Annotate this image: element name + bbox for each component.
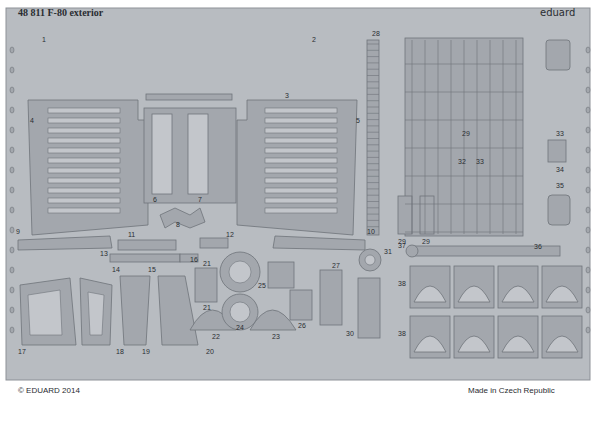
callout-number: 33 bbox=[476, 158, 484, 165]
callout-number: 12 bbox=[226, 231, 234, 238]
callout-number: 29 bbox=[462, 130, 470, 137]
callout-number: 27 bbox=[332, 262, 340, 269]
callout-number: 38 bbox=[398, 330, 406, 337]
callout-number: 19 bbox=[142, 348, 150, 355]
callout-number: 8 bbox=[176, 221, 180, 228]
callout-number: 18 bbox=[116, 348, 124, 355]
fret-marking: © EDUARD 2014 bbox=[18, 387, 80, 395]
callout-number: 22 bbox=[212, 333, 220, 340]
callout-number: 26 bbox=[298, 322, 306, 329]
callout-number: 21 bbox=[203, 260, 211, 267]
callout-number: 29 bbox=[422, 238, 430, 245]
callout-number: 32 bbox=[458, 158, 466, 165]
callout-number: 10 bbox=[367, 228, 375, 235]
callout-number: 38 bbox=[398, 280, 406, 287]
callout-number: 14 bbox=[112, 266, 120, 273]
callout-number: 21 bbox=[203, 304, 211, 311]
callout-number: 37 bbox=[398, 242, 406, 249]
callout-number: 11 bbox=[128, 231, 135, 238]
callout-number: 16 bbox=[190, 256, 198, 263]
callout-number: 28 bbox=[372, 30, 380, 37]
callout-number: 33 bbox=[556, 130, 564, 137]
callout-number: 5 bbox=[356, 117, 360, 124]
callout-number: 17 bbox=[18, 348, 26, 355]
callout-number: 25 bbox=[258, 282, 266, 289]
callout-number: 2 bbox=[312, 36, 316, 43]
callout-number: 1 bbox=[42, 36, 46, 43]
callout-number: 20 bbox=[206, 348, 214, 355]
callout-number: 3 bbox=[285, 92, 289, 99]
callout-number: 23 bbox=[272, 333, 280, 340]
fret-marking: eduard bbox=[540, 8, 575, 18]
callout-number: 34 bbox=[556, 166, 564, 173]
callout-number: 24 bbox=[236, 324, 244, 331]
callout-number: 36 bbox=[534, 243, 542, 250]
fret-title: 48 811 F-80 exterior bbox=[18, 8, 103, 18]
callout-number: 4 bbox=[30, 117, 34, 124]
callout-number: 15 bbox=[148, 266, 156, 273]
callout-number: 6 bbox=[153, 196, 157, 203]
callout-number: 13 bbox=[100, 250, 108, 257]
callout-number: 30 bbox=[346, 330, 354, 337]
callout-number: 9 bbox=[16, 228, 20, 235]
callout-number: 7 bbox=[198, 196, 202, 203]
fret-marking: Made in Czech Republic bbox=[468, 387, 555, 395]
callout-number: 31 bbox=[384, 248, 392, 255]
callout-number: 35 bbox=[556, 182, 564, 189]
